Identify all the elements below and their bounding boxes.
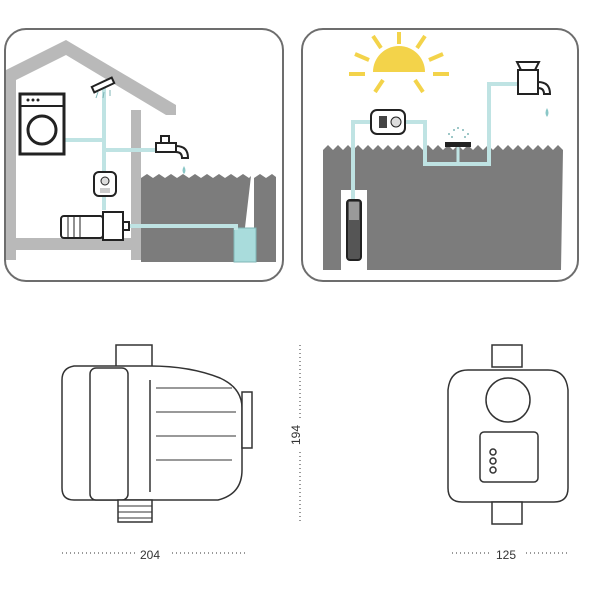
household-installation-panel xyxy=(4,28,284,282)
garden-scene xyxy=(323,32,563,270)
faucet-icon xyxy=(155,135,190,174)
surface-pump-icon xyxy=(60,211,130,241)
sprinkler-icon xyxy=(445,127,471,147)
supply-pipe xyxy=(126,224,238,230)
garden-ground xyxy=(323,145,563,270)
outdoor-faucet-icon xyxy=(515,61,552,117)
well-pipe xyxy=(351,120,373,200)
front-view-drawing xyxy=(447,344,569,525)
pressure-controller-icon xyxy=(370,109,406,135)
submersible-pump-icon xyxy=(346,199,362,261)
pressure-controller-icon xyxy=(93,171,117,197)
household-scene xyxy=(6,40,276,263)
garden-ground xyxy=(141,174,251,262)
front-width-label: 125 xyxy=(496,548,517,562)
side-view-drawing xyxy=(61,344,253,523)
sun-icon xyxy=(349,32,449,94)
height-label: 194 xyxy=(289,424,304,446)
side-width-label: 204 xyxy=(140,548,161,562)
garden-installation-panel xyxy=(301,28,579,282)
house-wall-right xyxy=(131,110,141,260)
washing-machine-icon xyxy=(18,92,66,156)
dimension-lines xyxy=(62,345,568,554)
shower-head-icon xyxy=(90,76,116,99)
garden-ground-right xyxy=(254,174,276,262)
water-tank xyxy=(233,227,257,263)
house-roof xyxy=(6,40,176,260)
